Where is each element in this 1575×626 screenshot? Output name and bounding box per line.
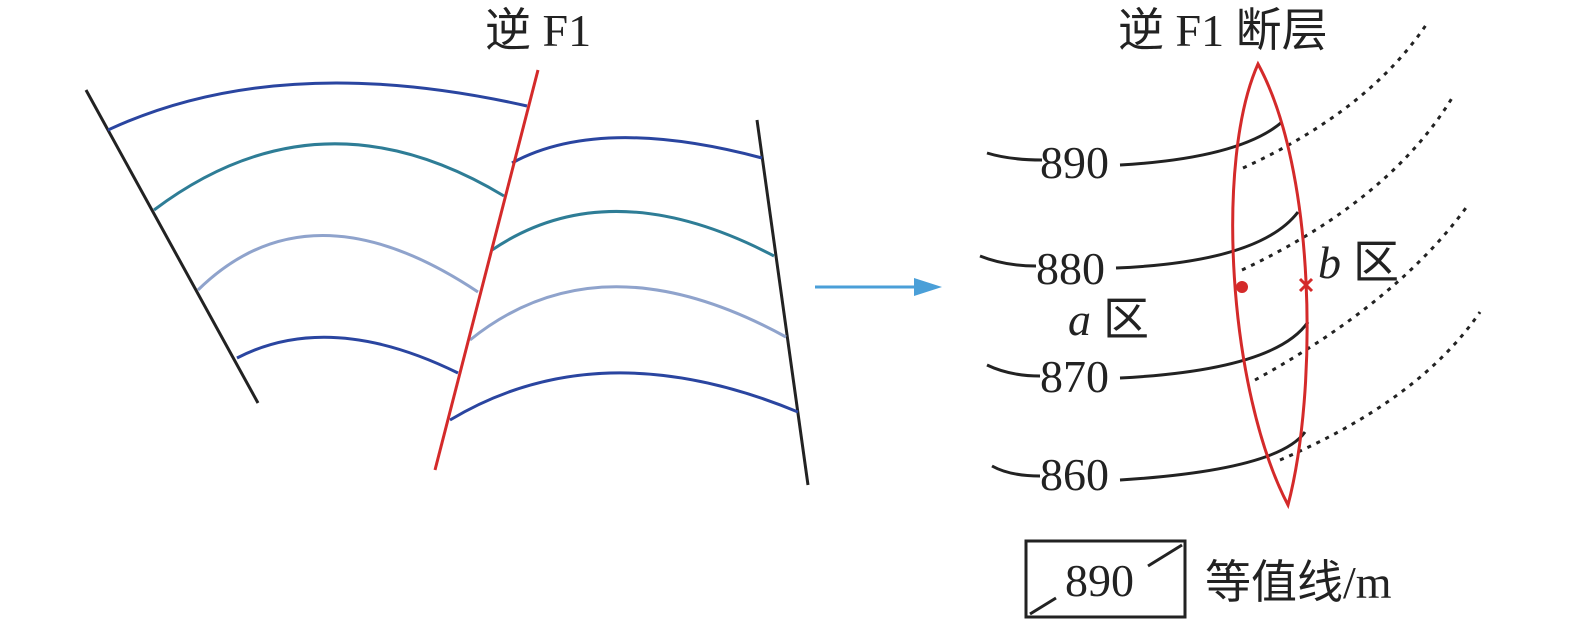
contour-880-lead — [979, 254, 1037, 268]
left-stratum-2 — [153, 142, 505, 212]
left-stratum-1 — [107, 81, 528, 132]
contour-890-line — [1119, 120, 1283, 167]
legend-sample-value: 890 — [1065, 555, 1134, 606]
legend-box — [1024, 539, 1187, 619]
fault-point-marker — [1236, 281, 1248, 293]
contour-890-projection — [1242, 21, 1430, 170]
legend-line-right — [1147, 543, 1183, 568]
left-cross-section: 逆 F1 — [84, 5, 810, 486]
right-stratum-4 — [449, 371, 799, 422]
right-fault-title: 逆 F1 断层 — [1118, 5, 1328, 56]
fault-line-f1 — [433, 69, 540, 471]
contour-label-890: 890 — [1040, 137, 1109, 188]
left-stratum-4 — [236, 335, 459, 375]
contour-870-lead — [986, 363, 1041, 378]
arrow-head — [914, 278, 942, 296]
contour-label-860: 860 — [1040, 449, 1109, 500]
legend: 890 等值线/m — [1024, 539, 1392, 619]
contour-860-line — [1119, 431, 1307, 482]
right-stratum-1 — [511, 136, 763, 165]
left-fault-title: 逆 F1 — [485, 5, 591, 56]
contour-label-870: 870 — [1040, 351, 1109, 402]
transition-arrow — [815, 278, 942, 296]
contour-880-projection — [1241, 97, 1454, 272]
fault-cross-marker — [1298, 277, 1314, 293]
contour-870-projection — [1254, 204, 1470, 382]
legend-line-left — [1029, 596, 1057, 616]
fault-zone-outline — [1231, 60, 1309, 510]
contour-860-lead — [991, 464, 1041, 478]
right-stratum-3 — [469, 285, 787, 342]
right-stratum-2 — [491, 210, 775, 258]
contour-880-line — [1115, 211, 1300, 270]
legend-description: 等值线/m — [1205, 557, 1392, 608]
contour-860-projection — [1279, 311, 1482, 462]
left-stratum-3 — [196, 234, 479, 294]
contour-label-880: 880 — [1036, 243, 1105, 294]
contour-890-lead — [986, 151, 1043, 162]
right-block-boundary — [755, 119, 810, 486]
left-block-boundary — [84, 89, 260, 404]
